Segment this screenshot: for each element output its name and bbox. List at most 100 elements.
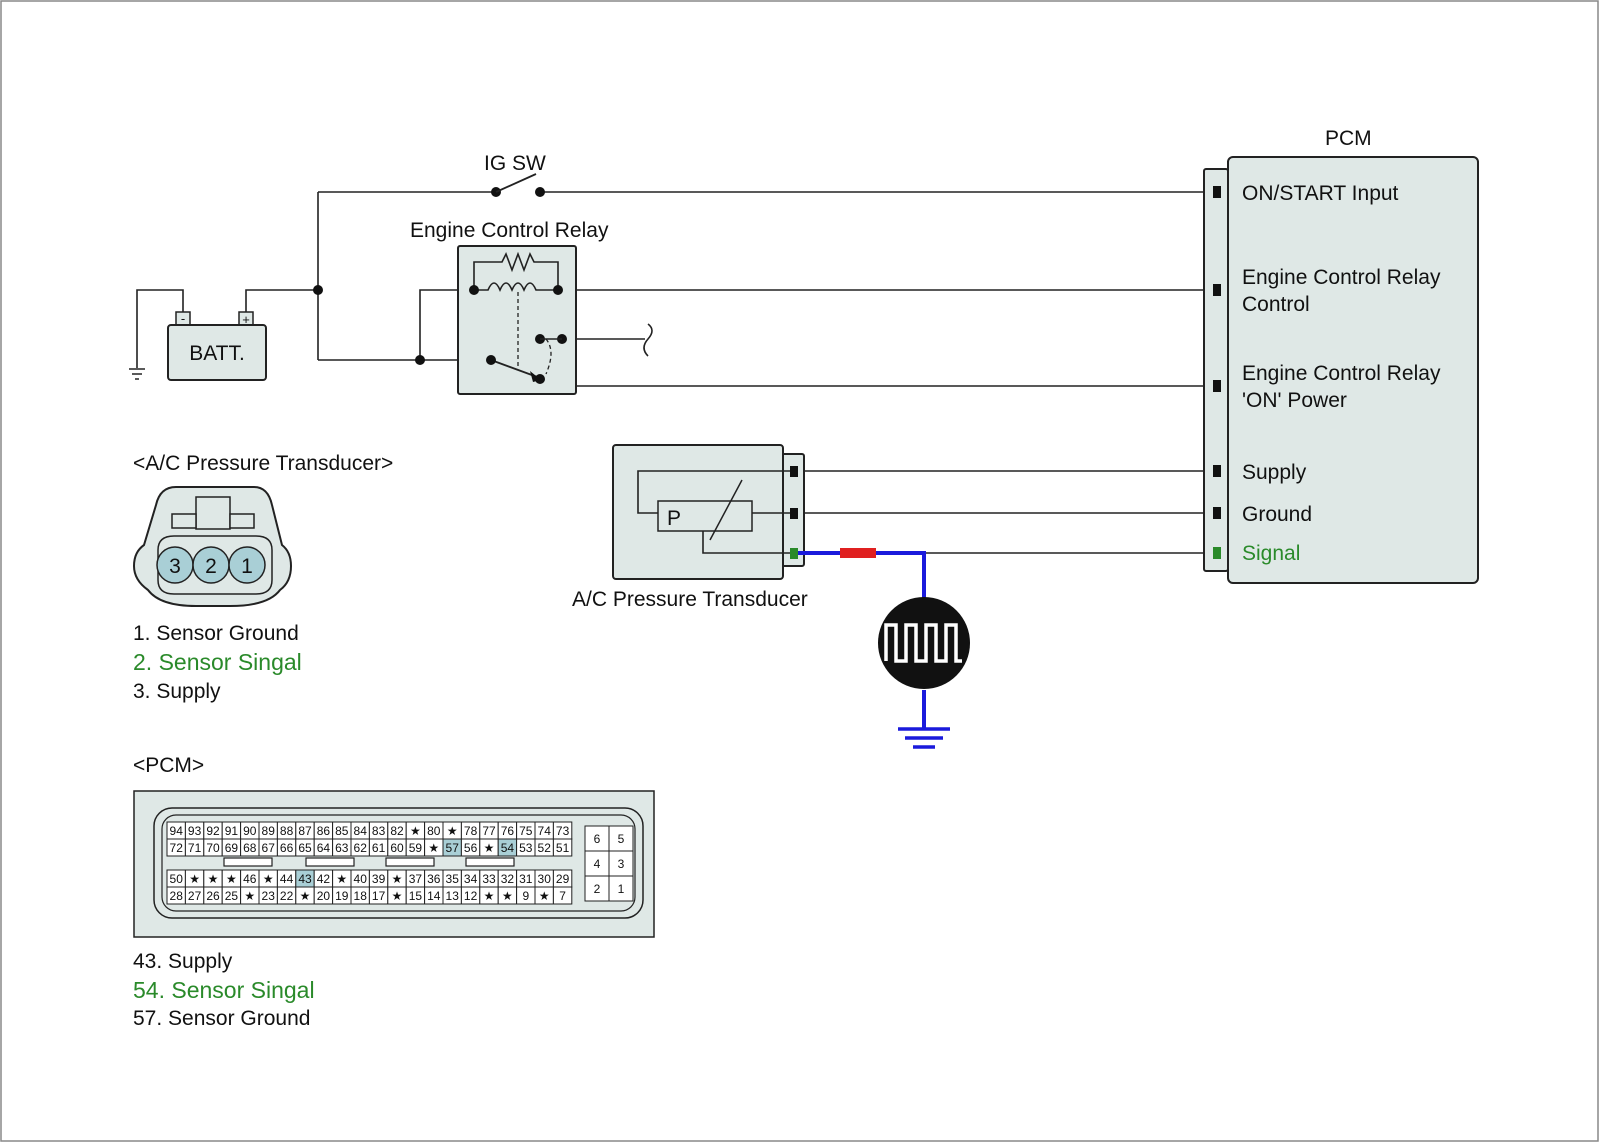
transducer-label: A/C Pressure Transducer: [572, 588, 808, 611]
pcm-pin-relay-control-l1: Engine Control Relay: [1242, 266, 1441, 289]
pcm-aux-pin-label: 3: [618, 857, 625, 871]
pcm-pin-label: 65: [298, 841, 312, 855]
tc-pin-2: 2: [205, 555, 217, 578]
pcm-pin-label: 29: [556, 872, 570, 886]
pcm-pin-label: ★: [208, 872, 219, 886]
pcm-pin-label: 39: [372, 872, 386, 886]
pcm-pin-label: ★: [539, 889, 550, 903]
pcm-pin-label: 37: [409, 872, 423, 886]
pcm-pin-label: 19: [335, 889, 349, 903]
pcm-pin-label: 52: [538, 841, 552, 855]
pcm-module: PCM ON/START Input Engine Control Relay …: [1203, 127, 1479, 584]
pcm-pin-cell: [552, 886, 573, 905]
pcm-pin-label: 51: [556, 841, 570, 855]
pcm-aux-pin-cell: [608, 875, 634, 902]
pcm-aux-pin-label: 5: [618, 832, 625, 846]
pcm-pin-label: 57: [446, 841, 460, 855]
pcm-pin-label: 28: [170, 889, 184, 903]
transducer-symbol: P: [667, 507, 681, 530]
pcm-pin-label: 56: [464, 841, 478, 855]
pcm-pin-label: ★: [226, 872, 237, 886]
pcm-pin-label: 53: [519, 841, 533, 855]
ig-switch-blade: [495, 173, 537, 193]
pcm-pin-relay-on-power-l1: Engine Control Relay: [1242, 362, 1441, 385]
pcm-pin-label: 61: [372, 841, 386, 855]
pcm-pin-label: 67: [262, 841, 276, 855]
pcm-pin-label: 63: [335, 841, 349, 855]
pcm-pin-label: ★: [336, 872, 347, 886]
pcm-pin-label: 87: [298, 824, 312, 838]
pcm-pin-label: ★: [392, 889, 403, 903]
pcm-pin-label: 60: [390, 841, 404, 855]
pcm-connector-heading: <PCM>: [133, 754, 204, 777]
pcm-pin-relay-on-power-l2: 'ON' Power: [1242, 389, 1347, 412]
pcm-pin-label: 27: [188, 889, 202, 903]
battery-pos-sign: +: [242, 312, 250, 327]
pcm-pin-signal: Signal: [1242, 542, 1300, 565]
pcm-pin-relay-control-l2: Control: [1242, 293, 1310, 316]
pcm-pin-label: 84: [354, 824, 368, 838]
pcm-pin-label: 36: [427, 872, 441, 886]
battery-neg-sign: -: [181, 311, 185, 326]
pcm-pin-label: 59: [409, 841, 423, 855]
pcm-pin-label: ★: [484, 889, 495, 903]
pcm-pin-label: 90: [243, 824, 257, 838]
pcm-pin-label: 44: [280, 872, 294, 886]
pcm-pin-label: 23: [262, 889, 276, 903]
pcm-pin-label: 54: [501, 841, 515, 855]
pcm-pin-label: 9: [522, 889, 529, 903]
pcm-pin-label: 70: [206, 841, 220, 855]
pcm-pin-label: 31: [519, 872, 533, 886]
pcm-aux-pin-label: 6: [594, 832, 601, 846]
pcm-pin-label: 85: [335, 824, 349, 838]
pcm-pin-label: 69: [225, 841, 239, 855]
pcm-pin-label: 77: [482, 824, 496, 838]
scope-ground-icon: [898, 727, 950, 749]
pcm-pin-label: ★: [300, 889, 311, 903]
pcm-pin-label: 50: [170, 872, 184, 886]
pcm-pin-label: ★: [484, 841, 495, 855]
measurement-connection: [798, 548, 970, 749]
relay-coil-icon: [474, 282, 558, 293]
pcm-pin-label: 80: [427, 824, 441, 838]
pcm-title: PCM: [1325, 127, 1372, 150]
engine-control-relay: Engine Control Relay: [410, 219, 609, 395]
pcm-pin-label: 22: [280, 889, 294, 903]
pcm-pin-on-start: ON/START Input: [1242, 182, 1399, 205]
pcm-pin-label: 92: [206, 824, 220, 838]
pcm-pin-label: ★: [189, 872, 200, 886]
battery-label: BATT.: [189, 342, 245, 365]
oscilloscope-icon: [878, 597, 970, 689]
tc-legend-3: 3. Supply: [133, 680, 221, 703]
pcm-aux-pin-label: 2: [594, 882, 601, 896]
pcm-pin-label: 82: [390, 824, 404, 838]
pcm-pin-label: 74: [538, 824, 552, 838]
tc-pin-1: 1: [241, 555, 253, 578]
pcm-pin-label: ★: [447, 824, 458, 838]
pcm-pin-label: 13: [446, 889, 460, 903]
pcm-pin-label: 68: [243, 841, 257, 855]
pcm-pin-label: 93: [188, 824, 202, 838]
transducer-connector-heading: <A/C Pressure Transducer>: [133, 452, 393, 475]
pcm-pin-label: 40: [354, 872, 368, 886]
pcm-pin-label: 72: [170, 841, 184, 855]
pcm-pin-label: 78: [464, 824, 478, 838]
wire-break-icon: [643, 323, 653, 357]
probe-red-icon: [840, 548, 876, 558]
relay-label: Engine Control Relay: [410, 219, 609, 242]
battery: - + BATT.: [167, 311, 267, 381]
pcm-aux-pin-cell: [584, 875, 610, 902]
pcm-pin-label: 18: [354, 889, 368, 903]
pcm-pin-label: 12: [464, 889, 478, 903]
pcm-pin-label: 86: [317, 824, 331, 838]
pcm-pin-label: 94: [170, 824, 184, 838]
pcm-legend-2: 54. Sensor Singal: [133, 977, 315, 1003]
pcm-aux-pin-cell: [608, 850, 634, 877]
pcm-pin-label: ★: [410, 824, 421, 838]
pcm-legend-3: 57. Sensor Ground: [133, 1007, 310, 1030]
pcm-pin-label: ★: [428, 841, 439, 855]
pcm-pin-label: 14: [427, 889, 441, 903]
